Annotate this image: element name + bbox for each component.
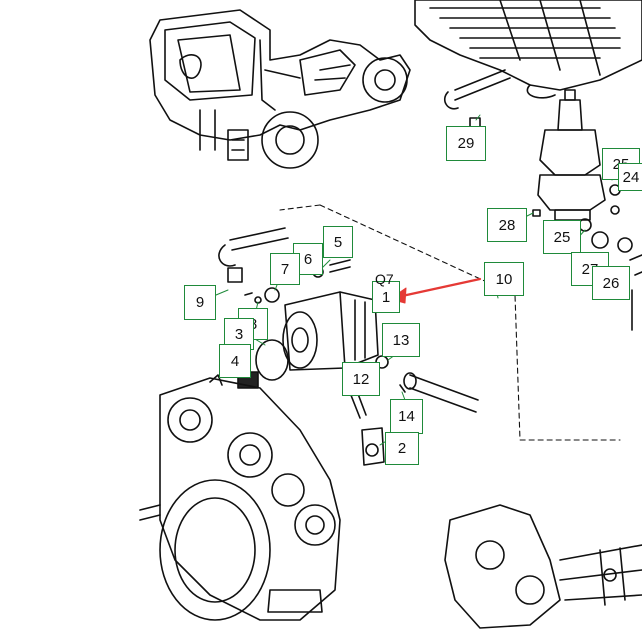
pin: [244, 292, 253, 296]
hose-left: [229, 227, 289, 251]
callout-14[interactable]: 14: [390, 399, 423, 434]
callout-label: 12: [352, 370, 370, 388]
callout-1[interactable]: 1: [372, 281, 400, 313]
callout-label: 2: [397, 440, 407, 457]
callout-25-lower[interactable]: 25: [543, 220, 581, 254]
callout-label: 6: [303, 250, 313, 268]
callout-9[interactable]: 9: [184, 285, 216, 320]
highlight-tag: Q7: [375, 271, 394, 287]
callout-label: 26: [602, 274, 620, 292]
rod: [409, 374, 479, 413]
fitting-28: [532, 209, 541, 217]
tractor-illustration: [149, 9, 411, 169]
cooler-illustration: [414, 0, 642, 99]
hose-upper: [454, 69, 511, 101]
fitting-9: [227, 267, 243, 283]
screw-14: [399, 384, 406, 393]
callout-label: 10: [495, 270, 513, 288]
callout-12[interactable]: 12: [342, 362, 380, 396]
callout-7[interactable]: 7: [270, 253, 300, 285]
pump-illustration: [255, 291, 379, 381]
callout-label: 1: [381, 288, 391, 306]
bracket-2: [361, 427, 385, 466]
callout-label: 5: [333, 233, 343, 251]
callout-13[interactable]: 13: [382, 323, 420, 357]
axle-assembly-illustration: [444, 504, 642, 629]
callout-label: 25: [553, 228, 571, 246]
callout-label: 13: [392, 331, 410, 349]
callout-label: 4: [230, 352, 240, 370]
callout-label: 14: [398, 408, 415, 425]
callout-4[interactable]: 4: [219, 344, 251, 378]
callout-2[interactable]: 2: [385, 432, 419, 465]
callout-26[interactable]: 26: [592, 266, 630, 300]
callout-29[interactable]: 29: [446, 126, 486, 161]
callout-label: 3: [234, 325, 244, 343]
hose-left-bend: [218, 244, 236, 267]
callout-label: 9: [195, 294, 205, 311]
highlight-arrow: [389, 277, 482, 304]
oring-7: [264, 287, 280, 303]
dashed-boundary: [319, 204, 621, 441]
callout-label: 24: [622, 168, 640, 186]
callout-10[interactable]: 10: [484, 262, 524, 296]
callout-28[interactable]: 28: [487, 208, 527, 242]
callout-label: 7: [280, 260, 290, 278]
gasket-3: [255, 339, 289, 381]
callout-label: 28: [498, 216, 516, 234]
callout-24[interactable]: 24: [618, 163, 642, 191]
callout-label: 29: [457, 135, 475, 152]
valve-block-illustration: [537, 89, 642, 331]
callout-5[interactable]: 5: [323, 226, 353, 258]
gearbox-illustration: [139, 374, 341, 621]
bolt-5: [329, 259, 351, 273]
hose-bend: [443, 91, 459, 110]
